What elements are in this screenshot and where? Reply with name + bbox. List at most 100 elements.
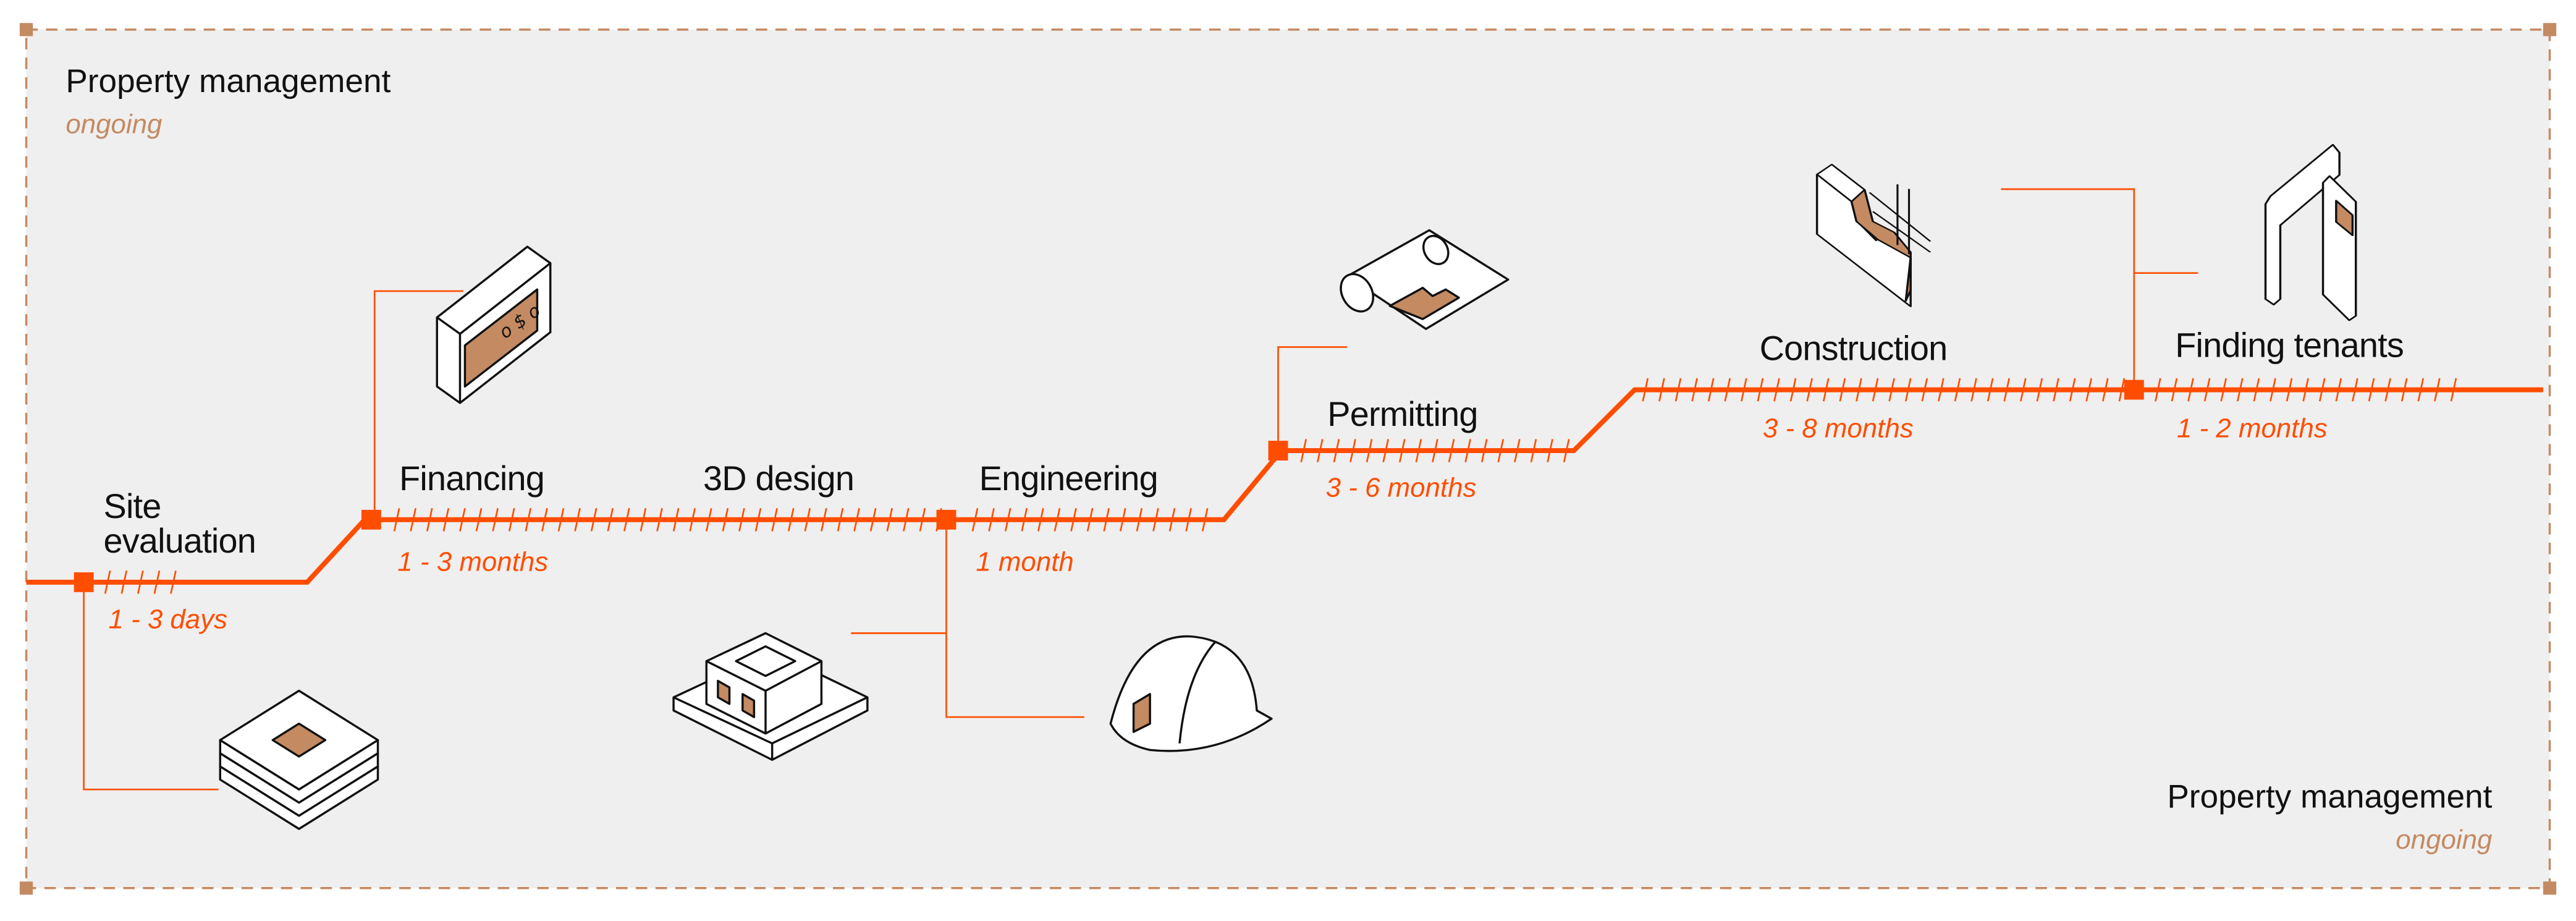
hatch-mark	[1333, 439, 1340, 462]
hatch-mark	[137, 570, 144, 594]
milestone-markers	[74, 380, 2144, 592]
hatch-mark	[2253, 378, 2260, 402]
hatch-mark	[2053, 378, 2059, 402]
hatch-mark	[656, 507, 663, 532]
hatch-mark	[2368, 378, 2375, 402]
hatch-mark	[771, 507, 778, 532]
hatch-mark	[1888, 378, 1895, 402]
wall-section-icon	[1815, 164, 1932, 307]
hatch-mark	[1904, 378, 1912, 402]
hatch-mark	[623, 507, 630, 532]
hatch-mark	[1317, 439, 1324, 462]
hatch-mark	[541, 507, 548, 532]
hatch-mark	[2270, 378, 2276, 402]
hatch-mark	[689, 507, 696, 532]
hatch-mark	[1757, 378, 1764, 402]
property-management-title-top: Property management	[65, 63, 391, 100]
hatch-mark	[1152, 507, 1159, 532]
hatch-mark	[1856, 378, 1862, 402]
duration-site-evaluation: 1 - 3 days	[108, 604, 227, 634]
hatch-mark	[1872, 378, 1879, 402]
hatch-mark	[607, 507, 614, 532]
door-icon	[2264, 143, 2357, 321]
hatch-mark	[1185, 507, 1192, 532]
hatch-mark	[2171, 378, 2178, 402]
property-management-status-bottom: ongoing	[2396, 825, 2493, 855]
dashed-border	[25, 28, 2551, 889]
hatch-mark	[1724, 378, 1731, 402]
hatch-mark	[557, 507, 565, 532]
hatch-mark	[1970, 378, 1977, 402]
hatch-mark	[1822, 378, 1830, 402]
hatch-mark	[1497, 439, 1505, 462]
hatch-mark	[919, 507, 926, 532]
connector-lines	[83, 188, 2198, 791]
hatch-mark	[120, 570, 128, 594]
hatch-mark	[837, 507, 844, 532]
hatch-mark	[738, 507, 745, 532]
duration-engineering: 1 month	[976, 546, 1073, 577]
hatch-mark	[2286, 378, 2293, 402]
timeline-line	[26, 387, 2543, 585]
duration-financing: 1 - 3 months	[397, 546, 548, 577]
hatch-mark	[442, 507, 450, 532]
hatch-mark	[2450, 378, 2457, 402]
hatch-mark	[2335, 378, 2342, 402]
stage-finding-tenants: Finding tenants	[2175, 325, 2404, 364]
hatch-mark	[754, 507, 762, 532]
hatch-mark	[1432, 439, 1438, 462]
stage-3d-design: 3D design	[703, 459, 854, 498]
hatch-mark	[1398, 439, 1406, 462]
hatch-mark	[1464, 439, 1471, 462]
marker-finding-tenants	[2124, 380, 2144, 400]
hatch-mark	[1086, 507, 1094, 532]
hatch-mark	[988, 507, 995, 532]
stage-engineering: Engineering	[979, 459, 1158, 498]
hatch-mark	[1349, 439, 1356, 462]
hatch-mark	[2085, 378, 2092, 402]
hatch-mark	[590, 507, 598, 532]
hatch-mark	[722, 507, 729, 532]
timeline-hatches	[104, 378, 2457, 594]
hatch-mark	[2417, 378, 2425, 402]
hatch-mark	[705, 507, 712, 532]
hatch-mark	[804, 507, 811, 532]
hatch-mark	[153, 570, 161, 594]
hatch-mark	[1366, 439, 1373, 462]
hatch-mark	[1806, 378, 1813, 402]
hatch-mark	[426, 507, 433, 532]
hatch-mark	[1201, 507, 1209, 532]
hatch-mark	[1136, 507, 1143, 532]
hatch-mark	[2302, 378, 2309, 402]
hatch-mark	[1103, 507, 1110, 532]
hatch-mark	[787, 507, 795, 532]
blueprint-roll-icon	[1340, 229, 1510, 330]
hatch-mark	[1691, 378, 1698, 402]
marker-engineering	[936, 509, 956, 530]
hatch-mark	[2318, 378, 2326, 402]
hatch-mark	[1921, 378, 1928, 402]
hatch-mark	[1547, 439, 1553, 462]
hatch-mark	[104, 570, 111, 594]
hatch-mark	[971, 507, 979, 532]
hatch-mark	[1382, 439, 1389, 462]
hatch-mark	[672, 507, 680, 532]
hatch-mark	[869, 507, 877, 532]
hatch-mark	[886, 507, 893, 532]
stage-site-evaluation-line1: Site	[104, 486, 161, 525]
stage-construction: Construction	[1760, 329, 1948, 368]
stage-permitting: Permitting	[1327, 394, 1477, 433]
duration-construction: 3 - 8 months	[1763, 414, 1914, 444]
hatch-mark	[1120, 507, 1126, 532]
building-model-icon	[672, 632, 869, 761]
hatch-mark	[1642, 378, 1649, 402]
hatch-mark	[2401, 378, 2408, 402]
marker-financing	[361, 509, 381, 530]
marker-permitting	[1268, 441, 1288, 460]
layered-foundation-icon	[219, 689, 379, 830]
hatch-mark	[1004, 507, 1011, 532]
hatch-mark	[393, 507, 400, 532]
hatch-mark	[1563, 439, 1570, 462]
hatch-mark	[2020, 378, 2027, 402]
